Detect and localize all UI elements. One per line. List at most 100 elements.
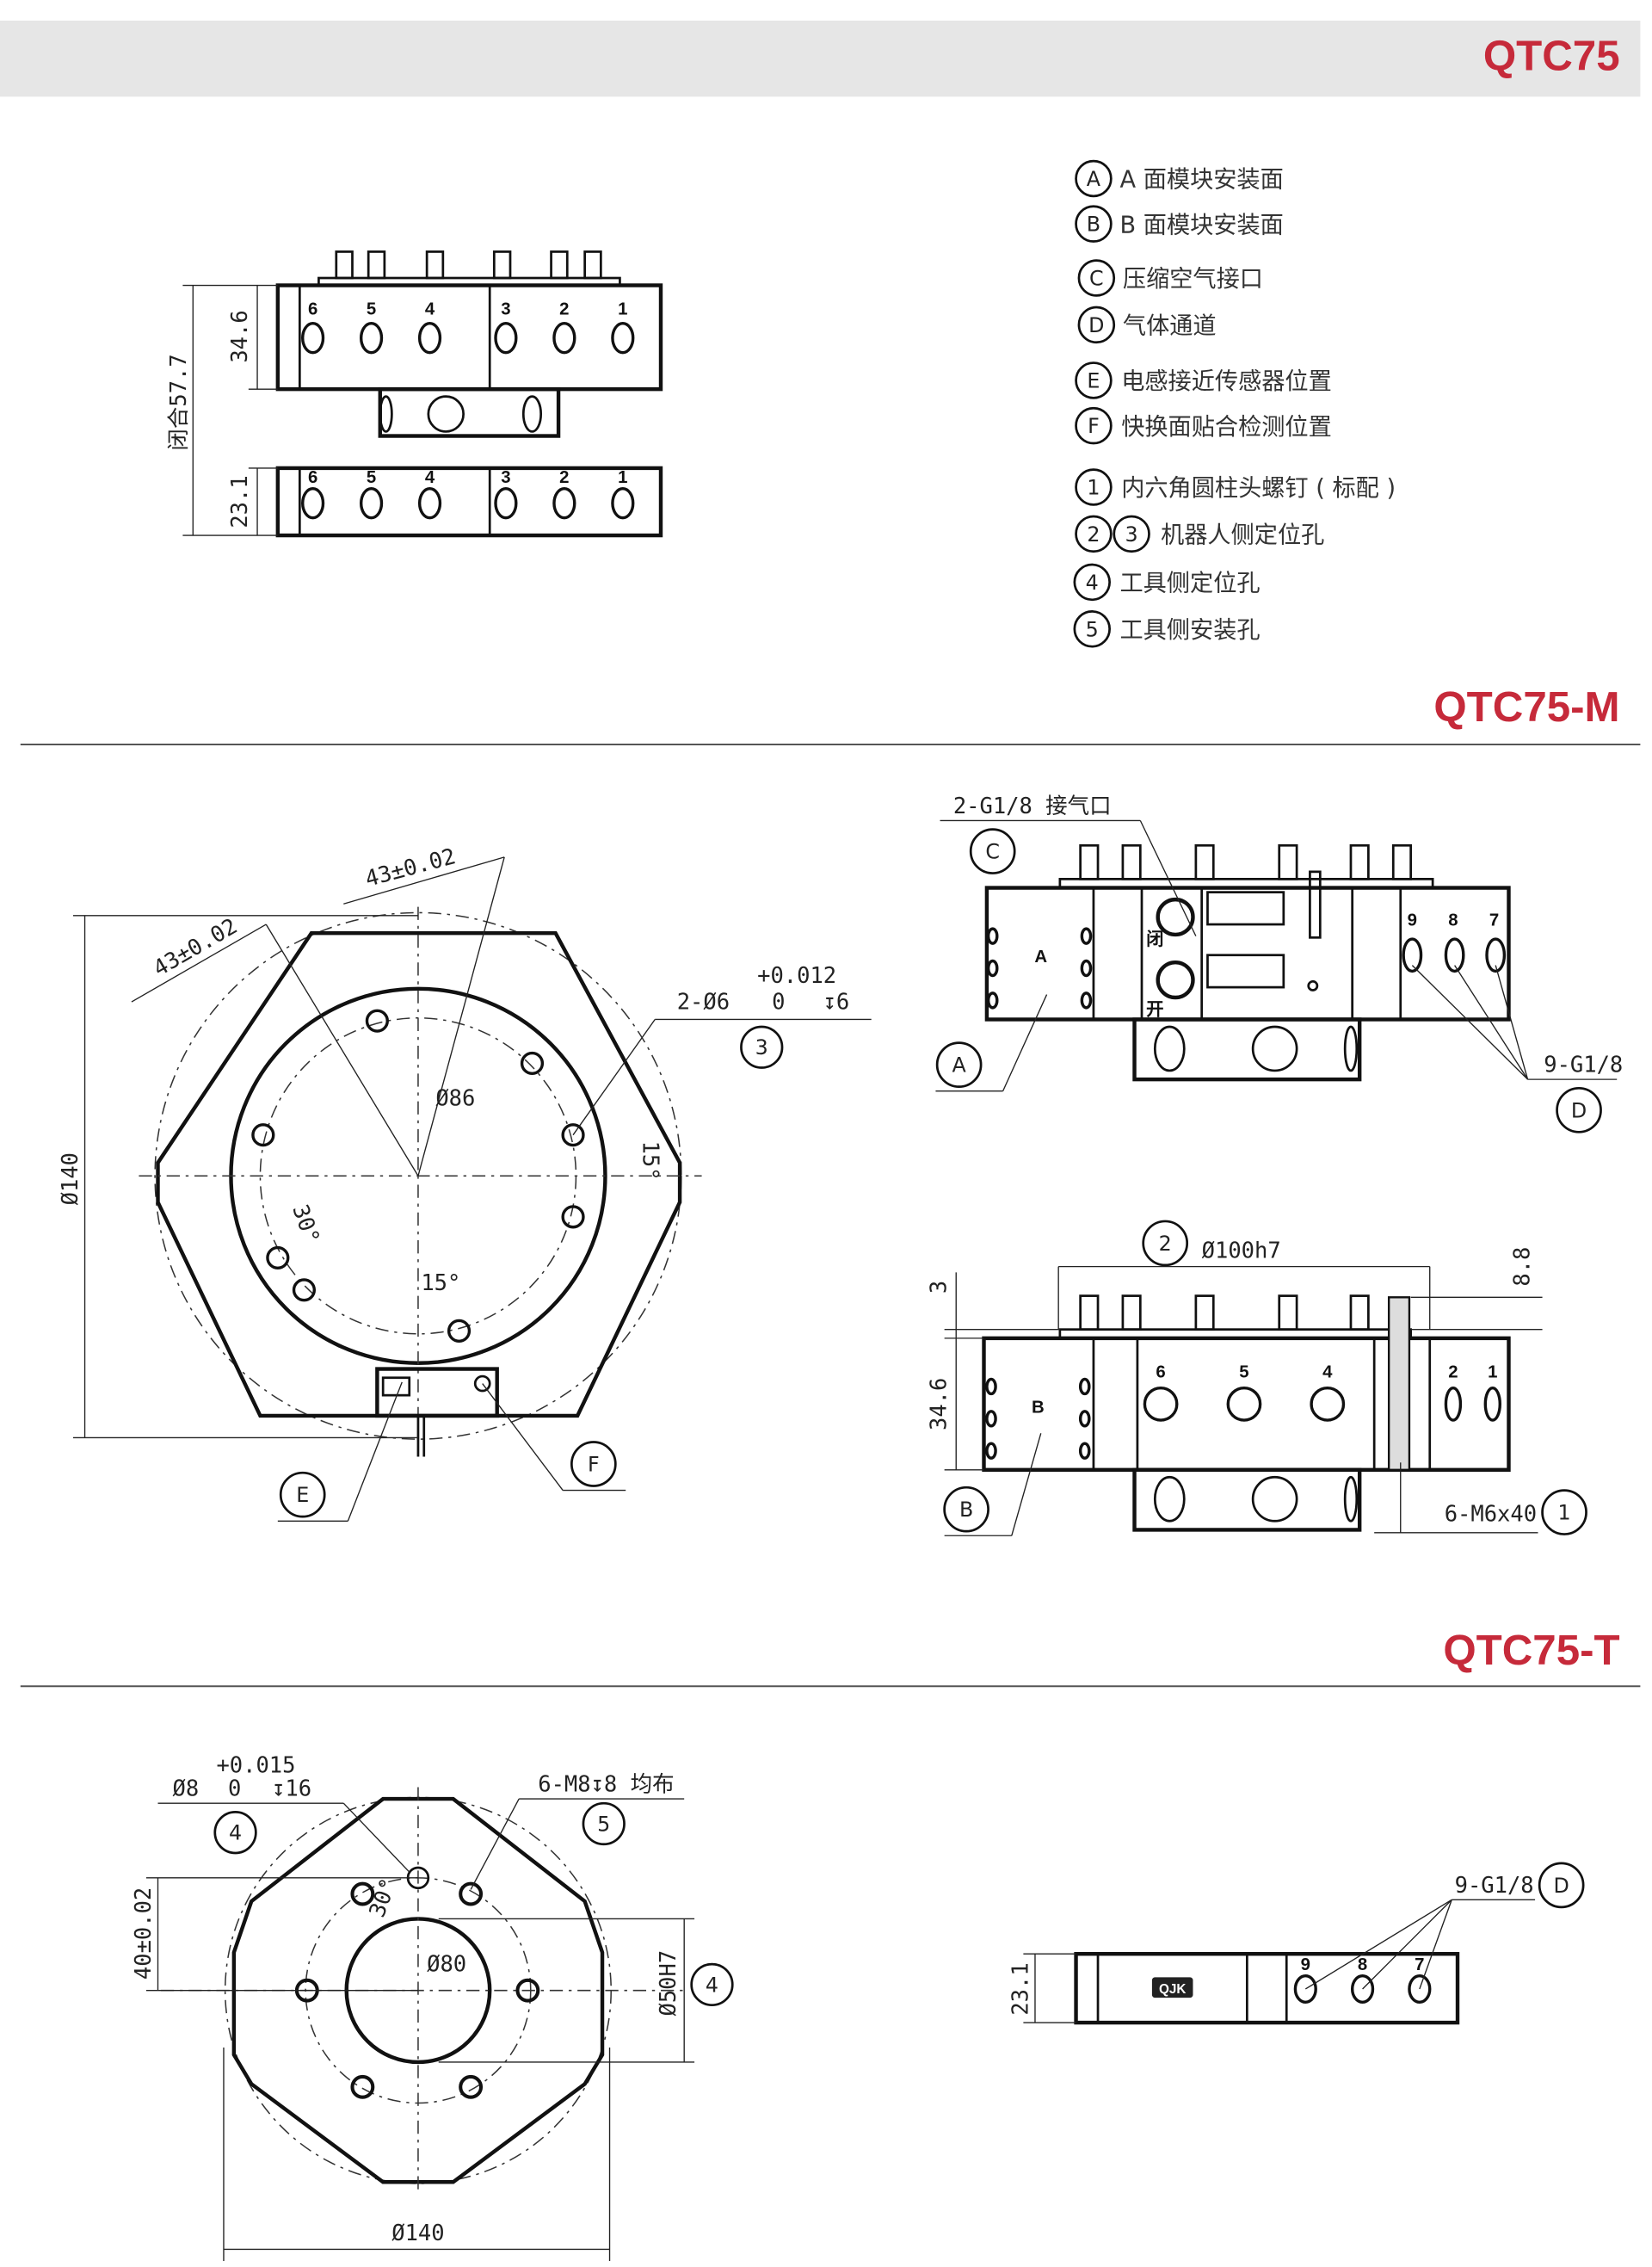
drawing-line	[1113, 515, 1150, 553]
drawing-line	[1485, 937, 1507, 973]
t-front-dim-diameter: Ø140	[391, 2221, 444, 2246]
legend-1-text: B 面模块安装面	[1120, 212, 1284, 238]
drawing-line	[279, 1471, 326, 1518]
t-front-pin-tol-upper: +0.015	[216, 1753, 295, 1779]
legend-9-marks-0: 5	[1086, 617, 1099, 641]
m-side-b-screw: 6-M6x40	[1445, 1501, 1537, 1527]
drawing-line	[1402, 937, 1423, 973]
m-side-b-dim-8-8: 8.8	[1509, 1247, 1535, 1287]
section-title-qtc75m: QTC75-M	[1433, 683, 1619, 731]
m-side-a-port-numbers-0: 9	[1408, 911, 1417, 930]
drawing-line	[231, 1796, 605, 2184]
diameter-140-dim: Ø140	[58, 1152, 83, 1205]
m-side-b-ref-2: 2	[1159, 1232, 1172, 1256]
drawing-line	[1387, 1296, 1411, 1471]
drawing-line	[1002, 994, 1048, 1092]
t-front-thread-callout: 6-M8↧8 均布	[538, 1772, 674, 1798]
m-side-view-b: B 6 5 4 2 1 2 Ø100h7 8.8 3 34.6 6-M6x40 …	[926, 1220, 1587, 1536]
legend-0-text: A 面模块安装面	[1120, 167, 1284, 194]
m-side-a-close-label: 闭	[1146, 930, 1163, 949]
drawing-line	[1132, 1017, 1362, 1082]
drawing-line	[1194, 1294, 1215, 1331]
drawing-line	[1075, 361, 1113, 399]
drawing-line	[1293, 1974, 1432, 2004]
tool-height-dim: 23.1	[227, 475, 253, 528]
drawing-line	[1078, 1410, 1091, 1428]
side-view-port-numbers-right-0: 3	[501, 468, 510, 487]
legend-9-text: 工具侧安装孔	[1120, 617, 1261, 644]
drawing-line	[1408, 1974, 1432, 2004]
drawing-line	[969, 828, 1016, 874]
drawing-line	[1156, 960, 1195, 1000]
drawing-line	[301, 321, 325, 355]
drawing-line	[1075, 515, 1113, 553]
dim-43-right: 43±0.02	[362, 843, 458, 893]
m-side-a-open-label: 开	[1146, 1000, 1163, 1019]
legend-4-text: 电感接近传感器位置	[1121, 368, 1332, 395]
drawing-line	[1309, 870, 1322, 939]
drawing-line	[1454, 965, 1529, 1080]
t-front-ref-4b: 4	[706, 1973, 718, 1997]
m-front-pcd: Ø86	[435, 1086, 475, 1112]
m-side-a-air-port: 2-G1/8 接气口	[953, 794, 1112, 819]
drawing-line	[417, 856, 505, 1177]
m-side-a-ref-c: C	[985, 840, 1000, 864]
drawing-line	[1343, 1475, 1359, 1523]
closed-height-dim: 闭合57.7	[166, 354, 192, 450]
drawing-line	[1206, 954, 1285, 989]
drawing-line	[381, 1376, 411, 1397]
side-view-port-numbers-right-1: 2	[559, 300, 569, 318]
legend-6-text: 内六角圆柱头螺钉 ( 标配 )	[1121, 475, 1396, 502]
drawing-line	[342, 1802, 410, 1873]
drawing-line	[1444, 937, 1465, 973]
drawing-line	[1079, 1294, 1100, 1331]
drawing-line	[1073, 610, 1111, 648]
drawing-line	[266, 1245, 290, 1270]
legend-8-marks-0: 4	[1086, 571, 1099, 595]
drawing-line	[494, 321, 518, 355]
drawing-line	[1077, 306, 1116, 344]
drawing-line	[350, 2074, 375, 2099]
drawing-line	[1278, 843, 1298, 880]
drawing-line	[1349, 843, 1370, 880]
legend-8-text: 工具侧定位孔	[1120, 571, 1261, 597]
legend-item: 4 工具侧定位孔	[1073, 563, 1261, 602]
drawing-line	[984, 886, 1511, 1022]
legend-2-marks-0: C	[1089, 267, 1104, 291]
robot-height-dim: 34.6	[227, 310, 253, 362]
legend-3-text: 气体通道	[1123, 313, 1217, 340]
drawing-line	[1153, 1025, 1186, 1072]
m-side-b-port-numbers-2: 4	[1322, 1363, 1333, 1382]
t-front-pcd: Ø80	[427, 1952, 466, 1978]
drawing-line	[552, 321, 576, 355]
drawing-line	[494, 486, 518, 520]
drawing-line	[1078, 1442, 1091, 1460]
drawing-line	[1293, 1974, 1317, 2004]
drawing-line	[1362, 1899, 1452, 1990]
m-side-a-channel-callout: 9-G1/8	[1544, 1053, 1623, 1078]
drawing-line	[292, 1278, 317, 1302]
drawing-line	[1541, 1489, 1587, 1535]
drawing-line	[359, 321, 384, 355]
drawing-line	[985, 1377, 1501, 1460]
legend-7-marks-1: 3	[1125, 522, 1138, 547]
drawing-line	[1080, 927, 1093, 945]
drawing-line	[1343, 1025, 1359, 1072]
t-front-ref-4: 4	[229, 1821, 242, 1845]
drawing-line	[375, 1367, 499, 1418]
drawing-line	[1307, 979, 1319, 991]
drawing-line	[1278, 1294, 1298, 1331]
drawing-line	[1310, 1386, 1346, 1422]
t-side-port-numbers-0: 9	[1301, 1955, 1310, 1974]
drawing-line	[470, 1798, 520, 1890]
drawing-line	[1075, 159, 1113, 198]
drawing-line	[1444, 1386, 1463, 1422]
m-front-ref-f: F	[588, 1452, 600, 1476]
drawing-line	[425, 250, 445, 280]
side-view-port-numbers-right-1: 2	[559, 468, 569, 487]
m-front-hole-depth: ↧6	[823, 990, 850, 1016]
t-front-bore: Ø50H7	[656, 1950, 681, 2017]
